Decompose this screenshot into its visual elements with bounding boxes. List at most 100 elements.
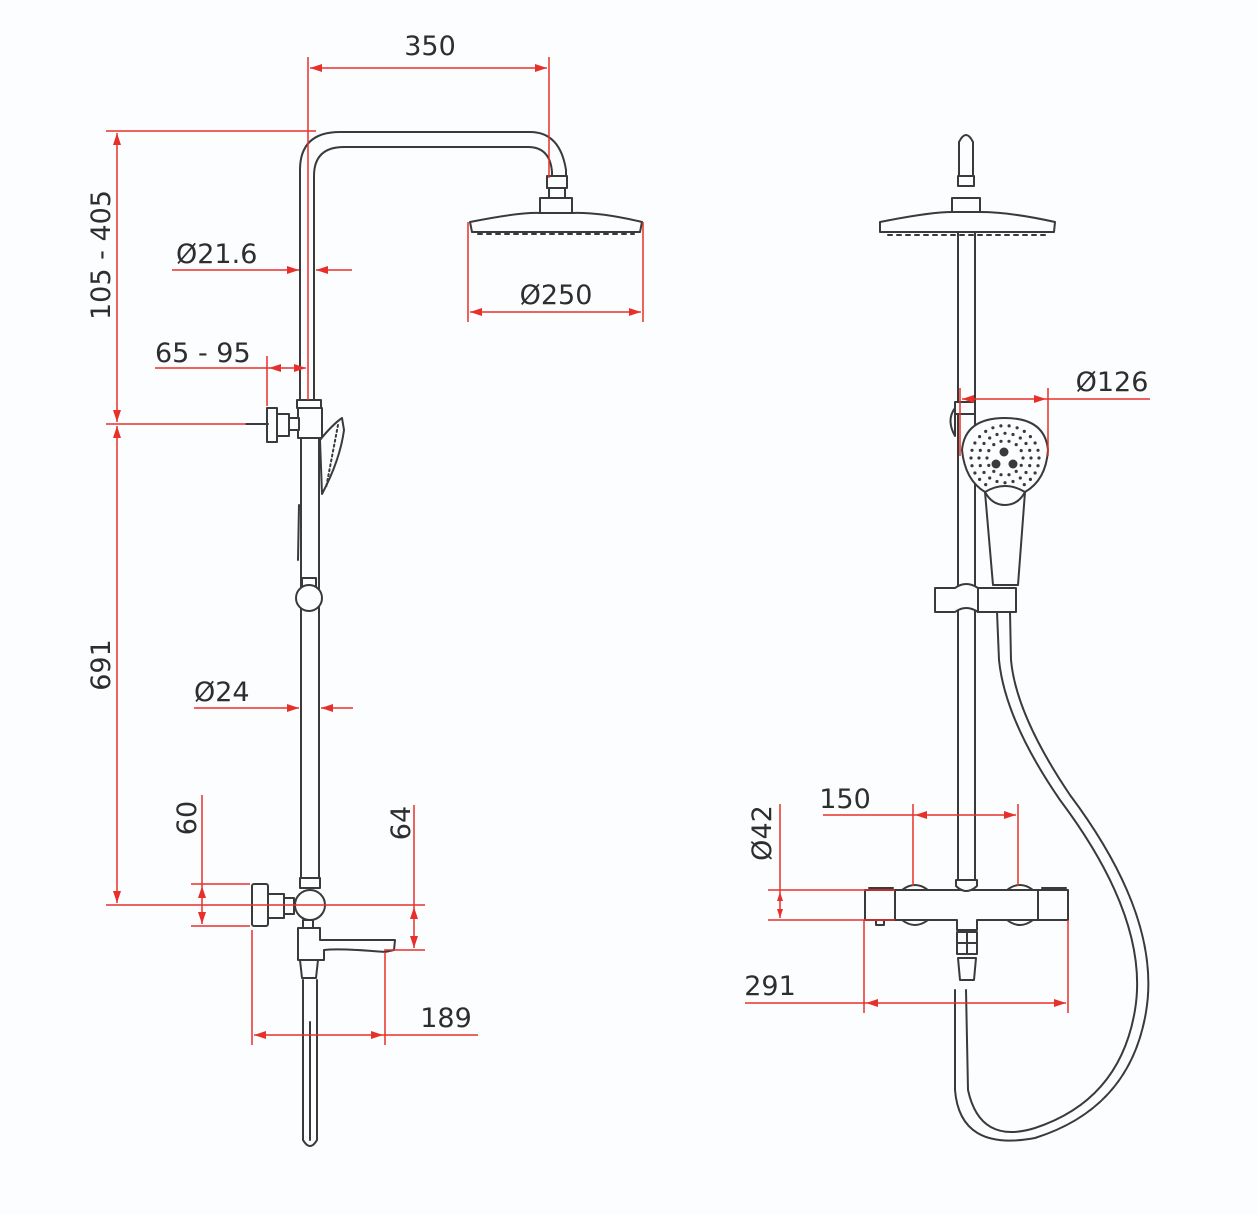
spray-dot (999, 424, 1003, 428)
spray-dot (1029, 456, 1033, 460)
spray-dot (982, 441, 986, 446)
spray-dot (1028, 464, 1032, 468)
spray-dot (1019, 463, 1023, 467)
spray-dot (1033, 471, 1037, 475)
dimension-height-adjust: 105 - 405 (86, 130, 316, 425)
dimension-wall-offset: 65 - 95 (155, 338, 306, 406)
label-spout-projection: 189 (420, 1003, 472, 1034)
spray-dot (978, 448, 982, 452)
spray-dot (982, 470, 986, 475)
dimension-mixer-width: 291 (744, 920, 1069, 1013)
label-spout-drop: 64 (386, 806, 417, 840)
side-view-dimensions: 350 105 - 405 Ø21.6 Ø250 (86, 31, 644, 1045)
spray-dot (1014, 443, 1018, 447)
spray-dot (1003, 431, 1007, 435)
label-inlet-centers: 150 (819, 784, 871, 815)
dimension-inlet-height: 60 (172, 795, 250, 927)
spray-dot (1024, 441, 1028, 446)
spray-dot (995, 479, 999, 484)
spray-dot (1024, 470, 1028, 475)
spray-dot (973, 441, 977, 445)
spray-dot (1018, 476, 1022, 480)
dimension-overhead-diameter: Ø250 (467, 222, 644, 322)
spray-dot (992, 443, 996, 447)
spray-dot (1028, 435, 1032, 439)
wall-mount (245, 407, 300, 443)
overhead-shower-head (469, 197, 643, 235)
label-mixer-body-diameter: Ø42 (747, 805, 778, 861)
front-slider-bracket[interactable] (934, 583, 1017, 613)
spray-dot (988, 476, 992, 480)
front-view (864, 134, 1150, 1142)
spray-dot (1028, 477, 1032, 481)
spray-dot (1037, 456, 1041, 460)
spray-dot (1028, 448, 1032, 452)
hose-outlet-pipe (302, 979, 318, 1147)
dimension-lower-pipe-diameter: Ø24 (194, 677, 353, 712)
mixer-right-handle[interactable] (1037, 889, 1069, 921)
spray-dot (992, 469, 996, 473)
hand-shower-front (961, 417, 1049, 586)
dimension-spout-drop: 64 (384, 805, 425, 951)
arm-swivel (548, 187, 566, 199)
hand-shower-side (297, 417, 345, 561)
label-lower-pipe-diameter: Ø24 (194, 677, 250, 708)
spray-dot (978, 435, 982, 439)
dimension-spout-projection: 189 (251, 930, 478, 1045)
spray-nozzle (1008, 459, 1018, 469)
spray-dots (969, 424, 1041, 487)
spray-dot (978, 477, 982, 481)
spray-dot (1018, 436, 1022, 440)
spray-dot (984, 483, 988, 487)
front-head-collar (951, 197, 981, 213)
spray-dot (1003, 481, 1007, 485)
spray-nozzle (991, 459, 1001, 469)
spray-dot (1021, 456, 1025, 460)
label-wall-offset: 65 - 95 (155, 338, 251, 369)
spray-dot (987, 449, 991, 453)
spray-dot (999, 473, 1003, 477)
top-bracket-cap (296, 399, 322, 409)
gooseneck-arm-inner (313, 146, 553, 401)
label-upper-pipe-diameter: Ø21.6 (176, 239, 257, 270)
spray-dot (984, 429, 988, 433)
label-arm-reach: 350 (404, 31, 456, 62)
spray-dot (1014, 469, 1018, 473)
arm-nut (546, 175, 568, 189)
label-hand-shower-diameter: Ø126 (1076, 367, 1149, 398)
front-top-bracket (954, 401, 976, 415)
spray-dot (970, 448, 974, 452)
spray-dot (970, 464, 974, 468)
spray-dot (987, 463, 991, 467)
front-arm-nut (957, 175, 975, 187)
spray-dot (978, 464, 982, 468)
mixer-left-handle[interactable] (864, 889, 896, 921)
spray-dot (1007, 439, 1011, 443)
dimension-mixer-body-diameter: Ø42 (747, 804, 895, 921)
label-overhead-diameter: Ø250 (520, 280, 593, 311)
label-rail-height: 691 (86, 639, 117, 691)
hose-inner (954, 611, 1150, 1142)
dimension-rail-height: 691 (86, 426, 425, 906)
spray-dot (1036, 448, 1040, 452)
front-view-dimensions: Ø126 150 Ø42 291 (744, 367, 1150, 1013)
overhead-shower-head-front (879, 211, 1056, 236)
spray-dot (991, 426, 995, 430)
spray-dot (977, 456, 981, 460)
spray-dot (1033, 441, 1037, 445)
spray-nozzle (999, 447, 1009, 457)
spray-dot (988, 436, 992, 440)
spray-dot (1022, 483, 1026, 487)
slider-knob[interactable] (295, 584, 323, 612)
spray-dot (1022, 429, 1026, 433)
gooseneck-arm-outer (299, 131, 567, 401)
spray-dot (1007, 424, 1011, 428)
bath-mixer-side (251, 877, 396, 979)
spray-dot (1015, 426, 1019, 430)
label-inlet-height: 60 (172, 801, 203, 835)
label-mixer-width: 291 (744, 971, 796, 1002)
dimension-upper-pipe-diameter: Ø21.6 (172, 239, 352, 274)
arm-stub (958, 134, 974, 186)
front-bracket-knob (949, 407, 956, 437)
